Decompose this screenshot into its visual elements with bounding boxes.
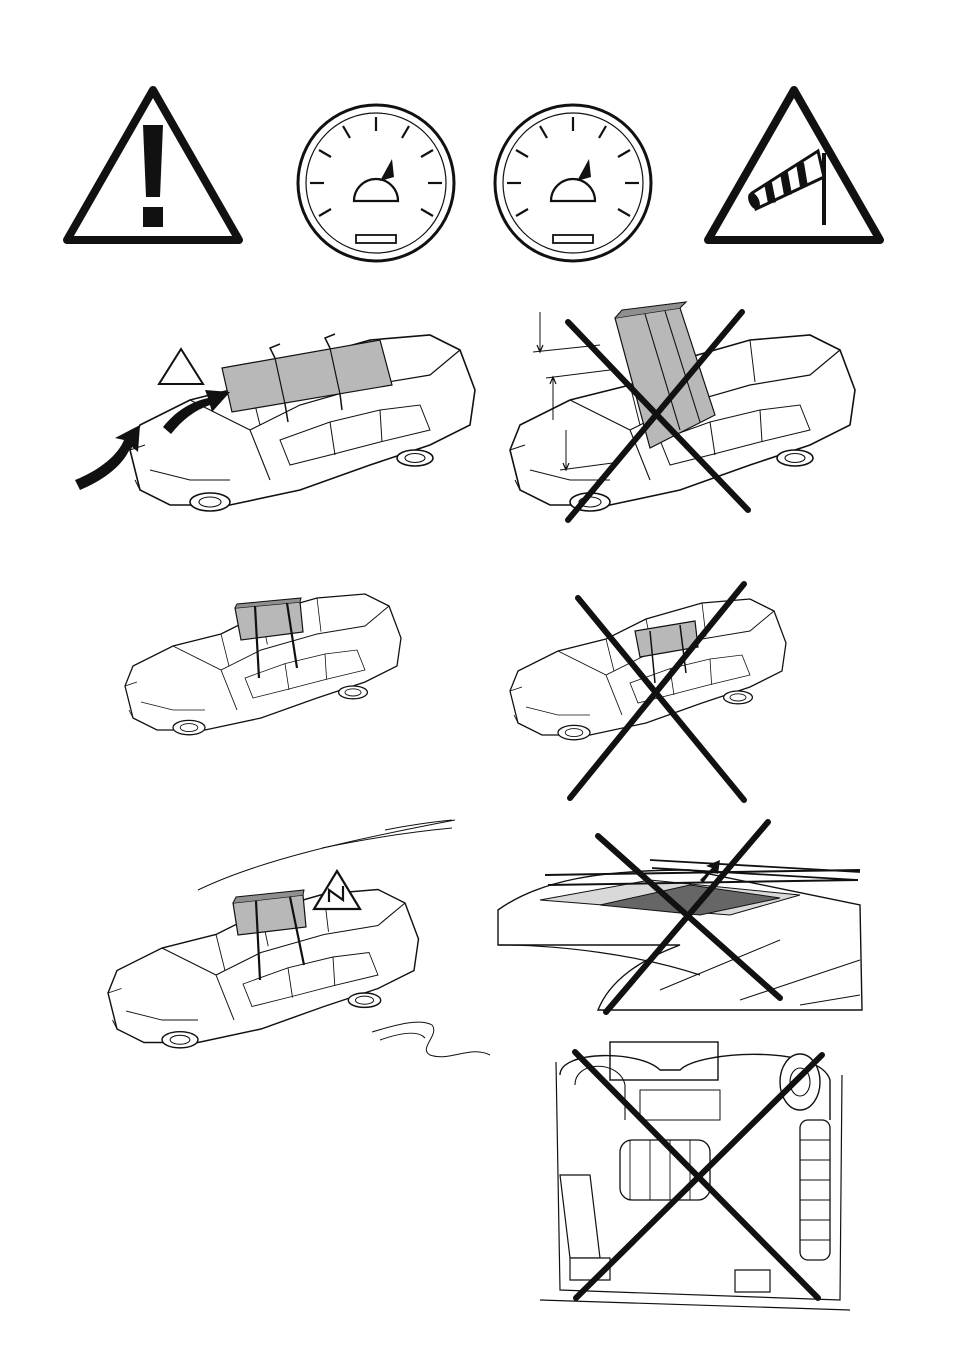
- roof-rack-sunroof: [498, 860, 862, 1010]
- car-tall-box-overhang: [510, 302, 855, 511]
- winding-road-sign-icon: [314, 871, 360, 909]
- cross-out-mark: [575, 1052, 822, 1298]
- crosswind-warning-icon: [708, 90, 880, 240]
- car-offset-roof-box: [510, 599, 786, 740]
- car-winding-road: [108, 890, 419, 1048]
- speedometer-icon: [495, 105, 651, 261]
- car-centered-roof-box: [125, 594, 401, 735]
- speedometer-icon: [298, 105, 454, 261]
- small-warning-triangle-icon: [159, 349, 203, 384]
- warning-exclamation-icon: [67, 90, 239, 240]
